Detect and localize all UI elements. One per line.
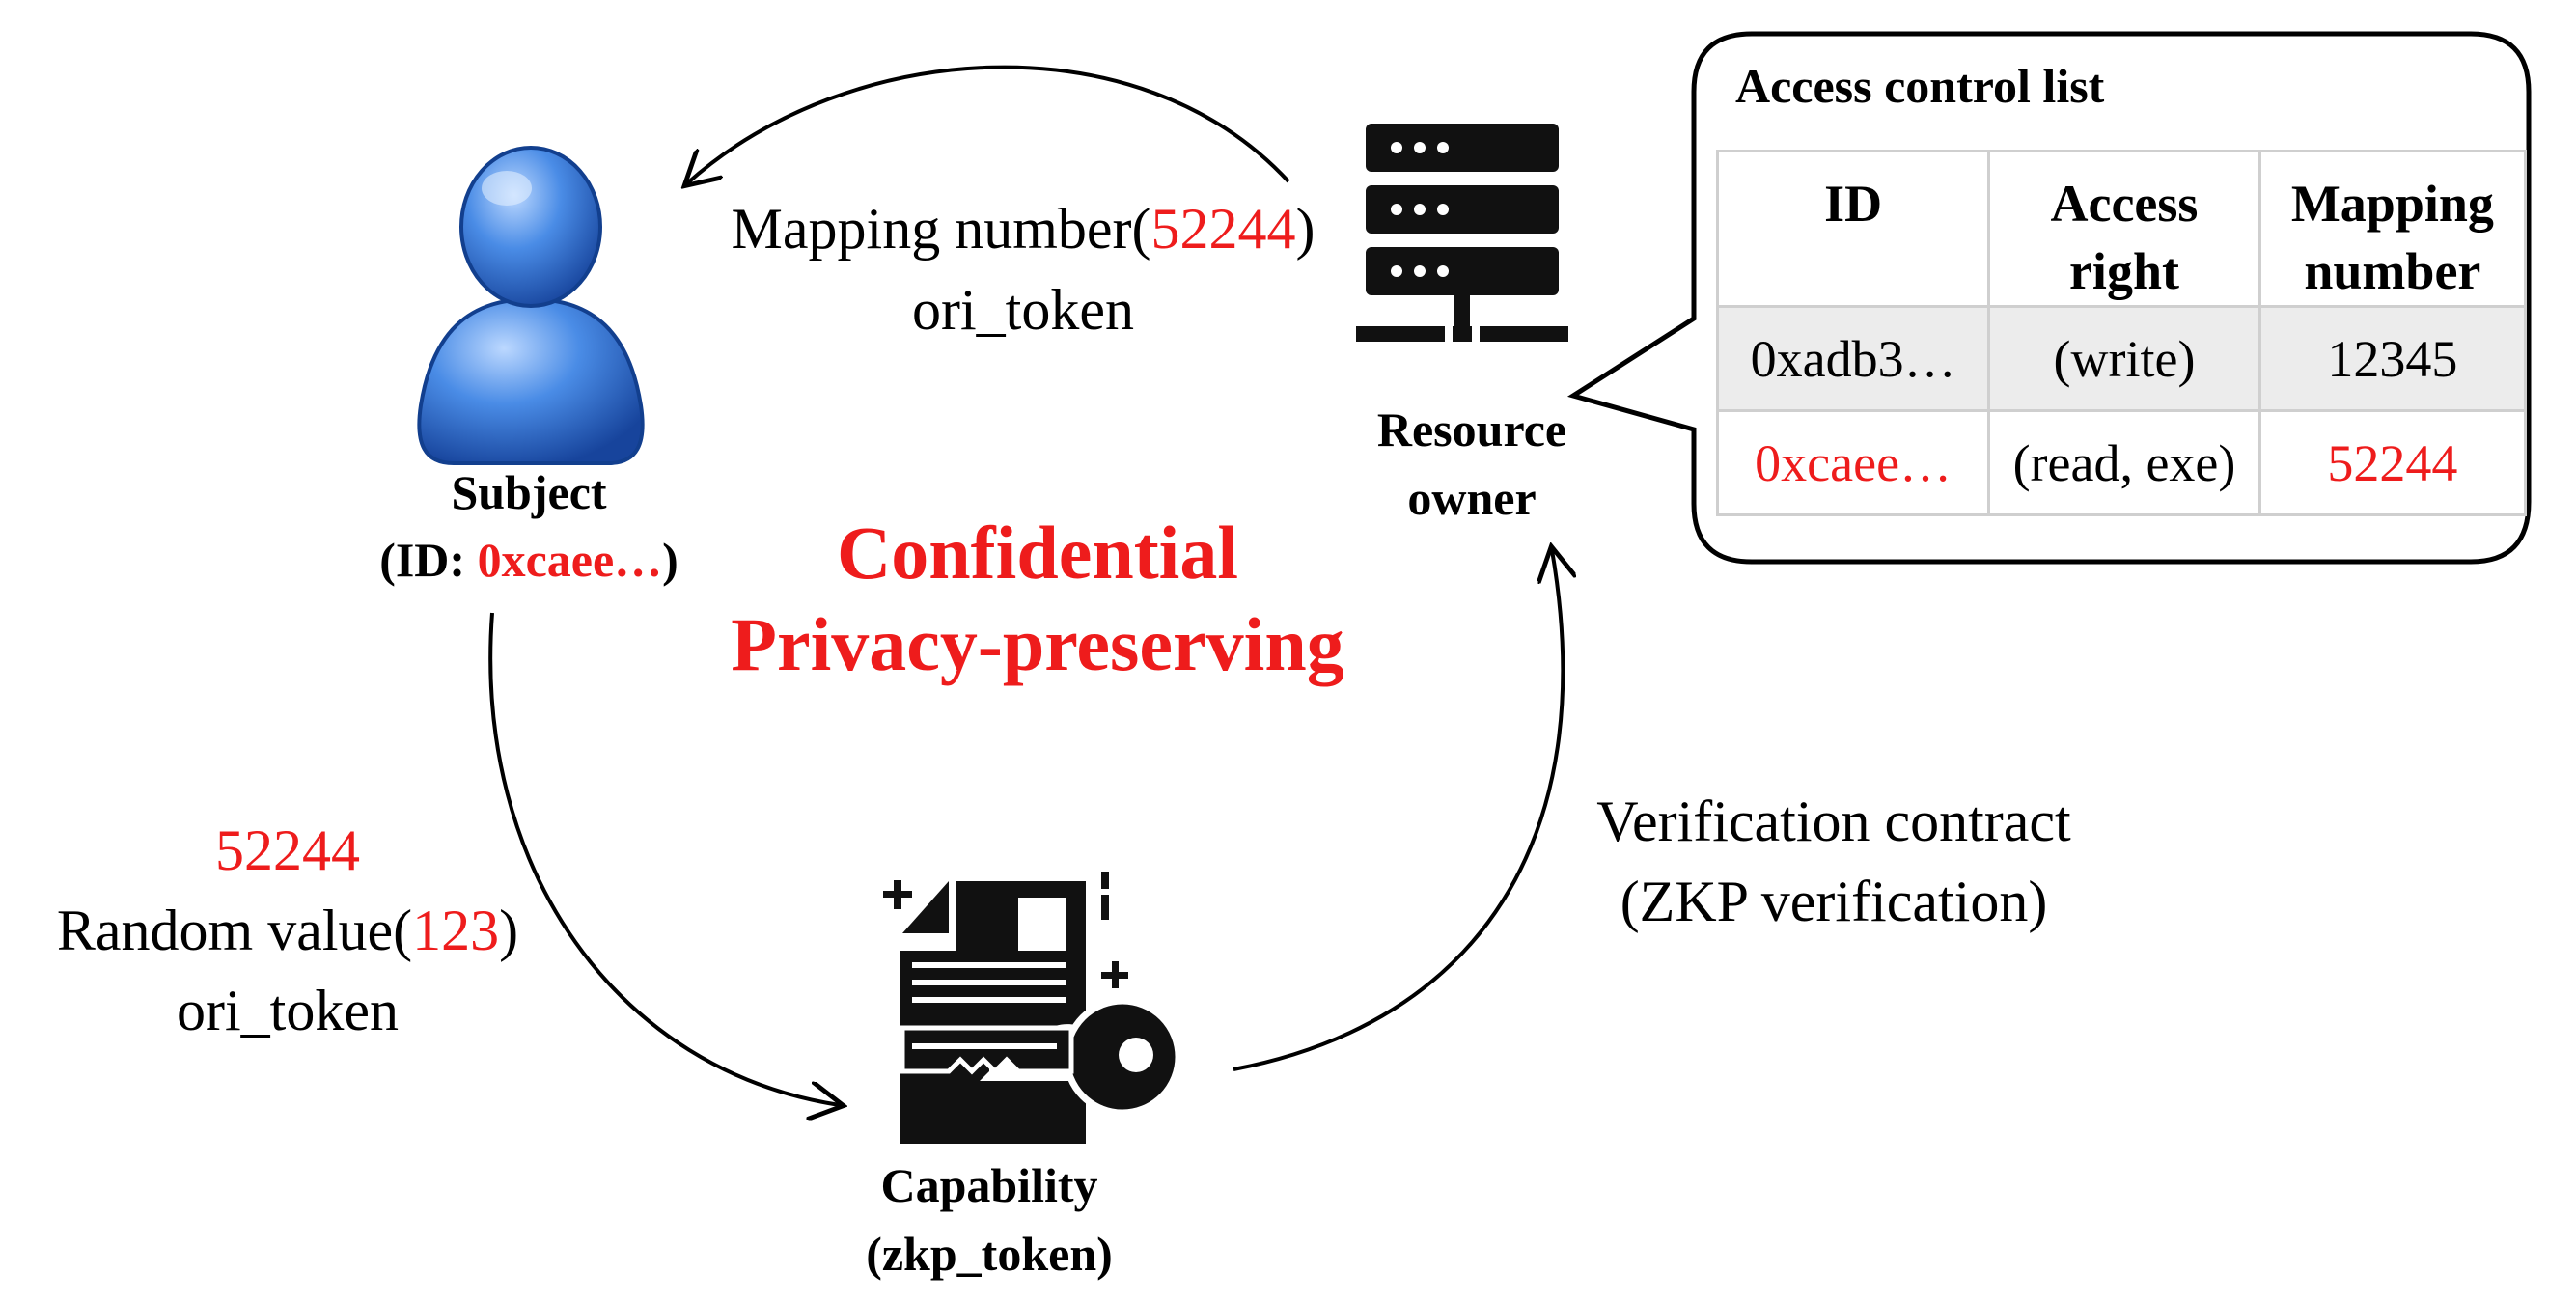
arrow-owner-to-subject <box>687 65 1290 183</box>
row-mapping-number: 12345 <box>2257 305 2528 413</box>
user-icon <box>417 146 645 465</box>
random-value: 123 <box>412 898 500 962</box>
arrow-subject-to-capability <box>488 612 840 1105</box>
subject-id: (ID: 0xcaee…) <box>379 533 679 587</box>
mapping-number-value: 52244 <box>1150 197 1296 261</box>
top-arrow-label: Mapping number(52244) ori_token <box>731 197 1316 342</box>
row-access-right: (write) <box>1987 305 2261 413</box>
left-arrow-label: 52244 Random value(123) ori_token <box>57 811 518 1050</box>
mapping-number-value: 52244 <box>215 818 360 882</box>
capability-label: Capability (zkp_token) <box>866 1158 1113 1281</box>
row-id: 0xadb3… <box>1715 305 1991 413</box>
table-row: 0xcaee… (read, exe) 52244 <box>1715 409 2528 517</box>
acl-title: Access control list <box>1735 59 2105 113</box>
subject-name: Subject <box>451 465 607 519</box>
subject-id-value: 0xcaee… <box>477 533 663 587</box>
table-row: 0xadb3… (write) 12345 <box>1715 305 2528 413</box>
arrow-capability-to-owner <box>1233 550 1563 1071</box>
document-key-icon <box>883 872 1182 1144</box>
column-header: ID <box>1715 149 1991 309</box>
right-arrow-label: Verification contract (ZKP verification) <box>1596 790 2071 933</box>
row-access-right: (read, exe) <box>1987 409 2261 517</box>
resource-owner-label: Resource owner <box>1376 402 1567 525</box>
server-icon <box>1356 124 1568 342</box>
center-title: Confidential Privacy-preserving <box>731 511 1344 687</box>
row-id: 0xcaee… <box>1715 409 1991 517</box>
subject-label: Subject (ID: 0xcaee…) <box>379 458 679 594</box>
row-mapping-number: 52244 <box>2257 409 2528 517</box>
